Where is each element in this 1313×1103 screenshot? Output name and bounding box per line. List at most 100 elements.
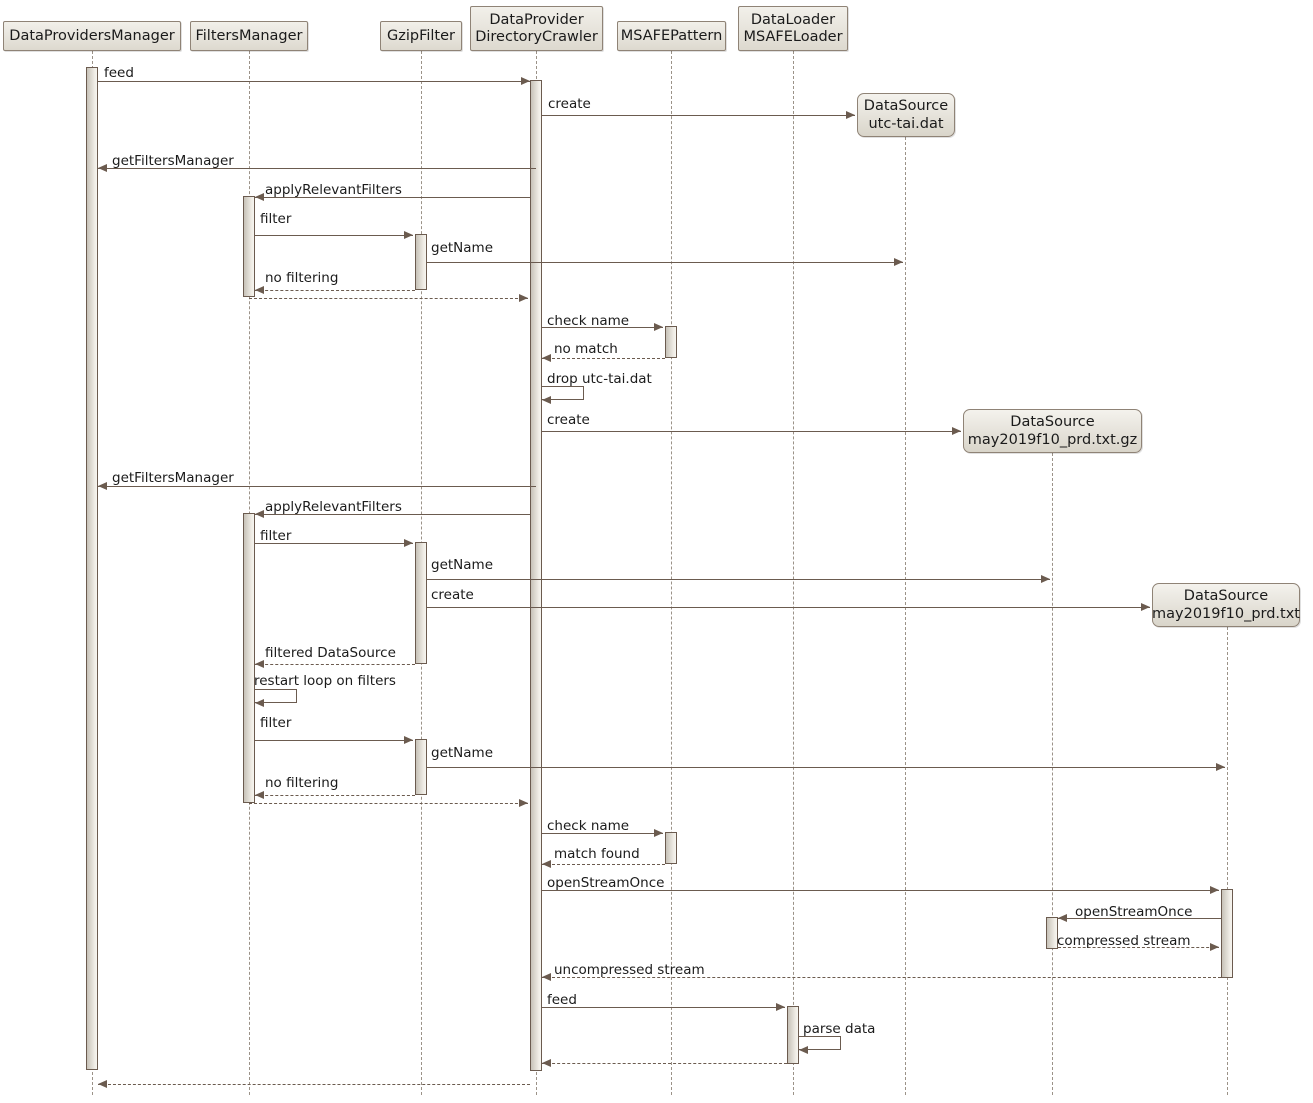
lifeline-ds2: [1052, 453, 1053, 1095]
message-label: applyRelevantFilters: [265, 499, 402, 515]
message-line: [542, 833, 663, 834]
arrowhead-left-icon: [255, 660, 264, 668]
activation-bar-dpm: [86, 67, 98, 1070]
message-label: match found: [554, 846, 640, 862]
message-label: getName: [431, 557, 493, 573]
message-line: [427, 262, 903, 263]
message-label: filtered DataSource: [265, 645, 396, 661]
message-label: getFiltersManager: [112, 470, 234, 486]
arrowhead-left-icon: [98, 164, 107, 172]
message-label: filter: [260, 715, 292, 731]
arrowhead-left-icon: [799, 1045, 808, 1054]
arrowhead-left-icon: [542, 973, 551, 981]
participant-dpm[interactable]: DataProvidersManager: [3, 21, 181, 51]
message-label: openStreamOnce: [1075, 904, 1193, 920]
created-object-ds1[interactable]: DataSource utc-tai.dat: [857, 93, 955, 137]
lifeline-ds1: [905, 137, 906, 1095]
lifeline-dl: [793, 51, 794, 1095]
message-line: [542, 864, 665, 865]
participant-label: MSAFELoader: [743, 28, 843, 45]
message-line: [255, 543, 413, 544]
message-line: [542, 1007, 785, 1008]
participant-label: DataProvidersManager: [9, 27, 175, 44]
message-line: [98, 1084, 530, 1085]
arrowhead-right-icon: [654, 829, 663, 837]
arrowhead-left-icon: [1058, 914, 1067, 922]
message-line: [542, 327, 663, 328]
message-line: [255, 514, 530, 515]
arrowhead-left-icon: [542, 354, 551, 362]
created-object-label: may2019f10_prd.txt: [1152, 606, 1300, 622]
message-label: applyRelevantFilters: [265, 182, 402, 198]
activation-bar-msp: [787, 1006, 799, 1064]
created-object-label: DataSource: [863, 98, 949, 114]
message-line: [98, 168, 536, 169]
message-line: [98, 486, 536, 487]
arrowhead-left-icon: [255, 286, 264, 294]
created-object-label: utc-tai.dat: [868, 116, 944, 132]
message-label: check name: [547, 313, 630, 329]
message-label: parse data: [803, 1021, 876, 1037]
participant-msp[interactable]: MSAFEPattern: [617, 21, 726, 51]
activation-bar-fm: [243, 513, 255, 803]
message-line: [427, 607, 1150, 608]
lifeline-ds3: [1227, 627, 1228, 1095]
created-object-ds3[interactable]: DataSource may2019f10_prd.txt: [1152, 583, 1300, 627]
arrowhead-left-icon: [98, 1080, 107, 1088]
message-line: [255, 197, 530, 198]
activation-bar-gzip: [415, 739, 427, 795]
created-object-label: DataSource: [1010, 414, 1095, 430]
message-line: [542, 890, 1219, 891]
message-line: [427, 579, 1050, 580]
participant-label: DirectoryCrawler: [475, 28, 598, 45]
participant-fm[interactable]: FiltersManager: [190, 21, 308, 51]
message-label: restart loop on filters: [254, 673, 396, 689]
arrowhead-left-icon: [542, 860, 551, 868]
arrowhead-right-icon: [1141, 603, 1150, 611]
arrowhead-right-icon: [521, 77, 530, 85]
message-label: getName: [431, 745, 493, 761]
message-label: no match: [554, 341, 618, 357]
message-line: [1058, 947, 1219, 948]
arrowhead-left-icon: [255, 193, 264, 201]
participant-label: GzipFilter: [387, 27, 455, 44]
message-line: [249, 803, 528, 804]
message-line: [542, 115, 855, 116]
activation-bar-dpdc: [530, 80, 542, 1071]
arrowhead-right-icon: [846, 111, 855, 119]
message-label: feed: [547, 992, 577, 1008]
message-line: [255, 795, 415, 796]
arrowhead-left-icon: [255, 510, 264, 518]
arrowhead-left-icon: [98, 482, 107, 490]
participant-label: FiltersManager: [195, 27, 303, 44]
message-line: [542, 358, 665, 359]
activation-bar-msp: [665, 832, 677, 864]
arrowhead-right-icon: [1216, 763, 1225, 771]
self-message-box: [255, 689, 297, 703]
arrowhead-right-icon: [776, 1003, 785, 1011]
message-line: [542, 977, 1221, 978]
activation-bar-ds2: [1046, 917, 1058, 949]
message-label: no filtering: [265, 775, 339, 791]
participant-gzip[interactable]: GzipFilter: [380, 21, 462, 51]
arrowhead-left-icon: [542, 1059, 551, 1067]
arrowhead-right-icon: [519, 294, 528, 302]
message-label: compressed stream: [1057, 933, 1191, 949]
arrowhead-right-icon: [404, 539, 413, 547]
arrowhead-left-icon: [255, 791, 264, 799]
message-label: drop utc-tai.dat: [547, 371, 652, 387]
message-line: [255, 235, 413, 236]
message-line: [98, 81, 530, 82]
message-label: check name: [547, 818, 630, 834]
participant-label: DataProvider: [489, 11, 584, 28]
message-label: filter: [260, 528, 292, 544]
self-message-box: [799, 1036, 841, 1050]
activation-bar-gzip: [415, 542, 427, 664]
created-object-label: DataSource: [1183, 588, 1269, 604]
message-line: [255, 290, 415, 291]
message-line: [255, 664, 415, 665]
